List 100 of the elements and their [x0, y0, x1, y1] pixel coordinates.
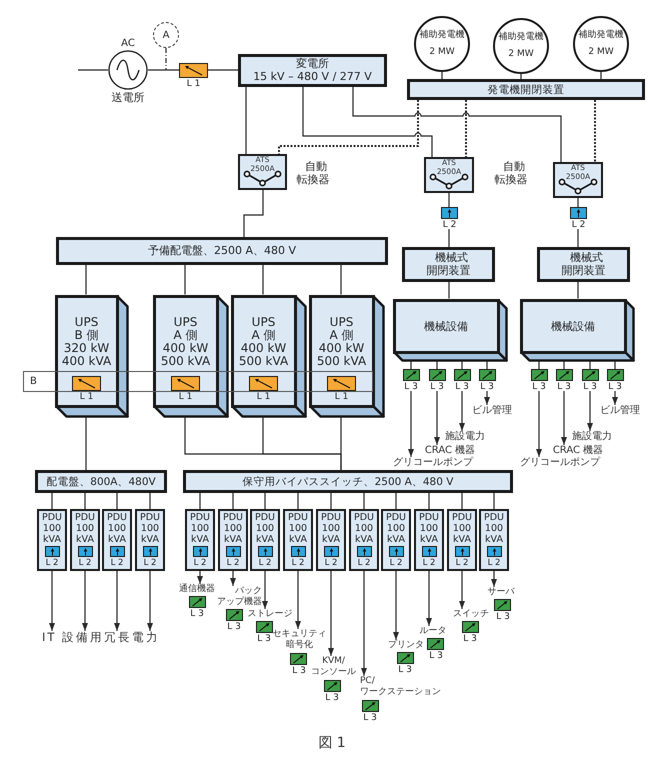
source-type-label: AC — [121, 38, 135, 50]
power-line — [297, 493, 299, 509]
power-line — [493, 493, 495, 509]
breaker-label: L 2 — [194, 558, 206, 568]
breaker-label: L 2 — [226, 558, 240, 568]
power-line — [116, 493, 118, 509]
breaker-label: L 2 — [442, 220, 456, 230]
arrow — [491, 571, 497, 587]
pdu-label: PDU 100 kVA — [106, 512, 128, 545]
pdu-label: PDU 100 kVA — [189, 512, 211, 545]
power-line — [340, 265, 342, 294]
device-label: プリンタ — [388, 640, 424, 651]
breaker-label: L 2 — [488, 558, 500, 568]
dashed-line — [465, 100, 467, 157]
power-line — [184, 265, 186, 294]
arrow — [114, 571, 120, 631]
pdu-box — [102, 509, 132, 571]
arrow — [295, 571, 301, 629]
power-line — [85, 265, 87, 294]
breaker-label: L 2 — [390, 558, 402, 568]
power-line — [448, 193, 450, 207]
arrow — [612, 391, 618, 405]
power-line — [232, 493, 234, 509]
power-line — [84, 493, 86, 509]
load-label: 施設電力 — [572, 431, 612, 443]
breaker-label: L 3 — [496, 612, 510, 622]
pdu-box — [37, 509, 67, 571]
arrow — [536, 391, 542, 457]
power-line — [448, 229, 450, 247]
power-line — [149, 493, 151, 509]
switch-caption: 自動転換器 — [494, 160, 528, 186]
switch-caption: 自動転換器 — [296, 160, 330, 186]
panel-box: 配電盤、800A、480V — [35, 470, 167, 493]
breaker-label: L 2 — [422, 558, 436, 568]
transfer-switch-box — [553, 162, 603, 198]
dashed-line — [165, 48, 167, 70]
power-line — [78, 69, 108, 71]
pdu-label: PDU 100 kVA — [418, 512, 440, 545]
breaker-label: L 3 — [404, 382, 418, 392]
device-label: KVM/コンソール — [310, 656, 357, 678]
arrow — [230, 571, 236, 586]
breaker-label: L 2 — [324, 558, 338, 568]
arrow — [459, 571, 465, 609]
load-label: CRAC 機器 — [552, 445, 604, 457]
pdu-box — [447, 509, 477, 571]
power-line — [330, 493, 332, 509]
breaker-label: L 3 — [398, 665, 412, 675]
ups-label: UPS A 側 400 kW 500 kVA — [316, 316, 366, 368]
device-label: サーバ — [488, 587, 514, 598]
load-label: グリコールポンプ — [393, 457, 473, 469]
breaker-label: L 2 — [78, 558, 92, 568]
equipment-label: 機械設備 — [424, 320, 468, 332]
load-label: ビル管理 — [600, 405, 640, 417]
breaker-label: L 3 — [227, 622, 241, 632]
dashed-line — [594, 100, 596, 162]
pdu-label: PDU 100 kVA — [385, 512, 407, 545]
load-label: 施設電力 — [445, 431, 485, 443]
arrow — [49, 571, 55, 631]
arrow — [459, 391, 465, 431]
breaker-label: L 2 — [292, 558, 304, 568]
power-line — [340, 418, 342, 470]
arrow — [587, 391, 593, 431]
pdu-label: PDU 100 kVA — [451, 512, 473, 545]
breaker-label: L 2 — [46, 558, 58, 568]
pdu-box — [283, 509, 313, 571]
arrow — [262, 571, 268, 609]
power-line — [85, 418, 87, 470]
power-line — [245, 87, 247, 154]
breaker-label: L 3 — [532, 382, 546, 392]
breaker-label: L 3 — [292, 666, 306, 676]
arrow — [361, 571, 367, 676]
device-label: ストレージ — [248, 609, 292, 620]
arrow — [147, 571, 153, 631]
breaker-label: L 3 — [363, 713, 377, 723]
arrow — [484, 391, 490, 405]
load-label: IT 設備用冗長電力 — [42, 631, 160, 644]
device-label: セキュリティ暗号化 — [272, 629, 327, 651]
pdu-label: PDU 100 kVA — [41, 512, 63, 545]
breaker-label: L 3 — [480, 382, 494, 392]
load-label: ビル管理 — [472, 405, 512, 417]
power-line — [363, 493, 365, 509]
breaker-label: L 1 — [80, 392, 94, 402]
breaker-label: L 3 — [257, 634, 271, 644]
breaker-label: L 1 — [256, 392, 270, 402]
pdu-box — [135, 509, 165, 571]
ups-label: UPS A 側 400 kW 500 kVA — [238, 316, 288, 368]
generator-circle: 補助発電機 2 MW — [493, 18, 549, 74]
breaker-label: L 3 — [463, 634, 477, 644]
breaker-label: L 3 — [325, 693, 339, 703]
source-label: 送電所 — [112, 91, 144, 104]
breaker-label: L 2 — [572, 220, 586, 230]
pdu-label: PDU 100 kVA — [353, 512, 375, 545]
power-line — [395, 493, 397, 509]
arrow — [82, 571, 88, 631]
ups-label: UPS A 側 400 kW 500 kVA — [160, 316, 210, 368]
device-label: バックアップ機器 — [217, 586, 262, 608]
pdu-box — [185, 509, 215, 571]
breaker-label: L 3 — [190, 609, 204, 619]
power-line — [262, 265, 264, 294]
pdu-label: PDU 100 kVA — [287, 512, 309, 545]
